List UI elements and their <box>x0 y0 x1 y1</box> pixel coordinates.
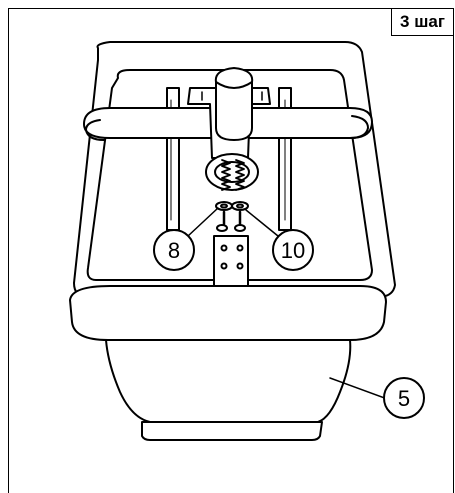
callout-circle-10 <box>272 229 314 271</box>
backrest-inner <box>86 69 373 281</box>
callout-circle-5 <box>383 377 425 419</box>
seat-base <box>141 421 323 441</box>
seat-rim <box>69 285 387 341</box>
seat-body <box>105 339 352 423</box>
washer-left <box>215 201 233 211</box>
leader-10 <box>245 209 279 237</box>
callout-circle-8 <box>153 229 195 271</box>
washer-right <box>231 201 249 211</box>
diagram-frame <box>8 8 454 493</box>
step-badge: 3 шаг <box>391 8 454 36</box>
springs <box>221 159 245 191</box>
leader-8 <box>187 207 219 237</box>
callout-label-8: 8 <box>168 238 180 263</box>
callout-label-10: 10 <box>281 238 305 263</box>
adjust-knob <box>214 67 254 141</box>
leader-5 <box>329 377 391 401</box>
mechanism-ring <box>205 153 259 191</box>
callout-label-5: 5 <box>398 386 410 411</box>
